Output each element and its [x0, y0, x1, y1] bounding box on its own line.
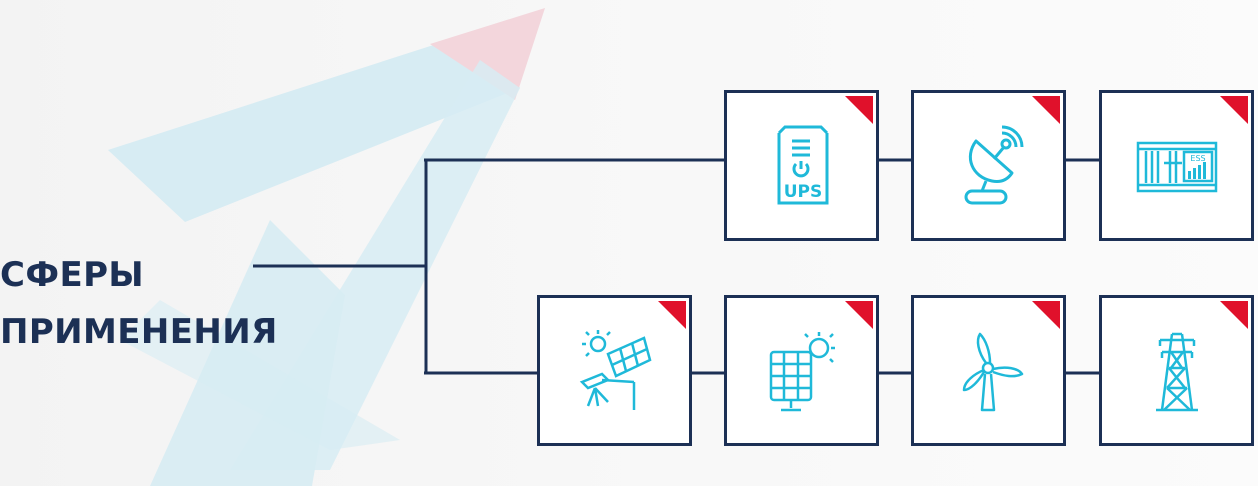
satellite-dish-icon: [942, 119, 1036, 213]
ess-container-icon: ESS: [1130, 119, 1224, 213]
tile-wind-turbine[interactable]: [911, 295, 1066, 446]
tile-solar-panel[interactable]: [724, 295, 879, 446]
solar-panel-icon: [755, 324, 849, 418]
tile-solar-tracker[interactable]: [537, 295, 692, 446]
ess-label: ESS: [1190, 154, 1205, 163]
solar-tracker-icon: [568, 324, 662, 418]
section-title-line-1: СФЕРЫ: [0, 247, 278, 304]
wind-turbine-icon: [942, 324, 1036, 418]
power-tower-icon: [1130, 324, 1224, 418]
ups-icon: UPS: [755, 119, 849, 213]
tile-power-tower[interactable]: [1099, 295, 1254, 446]
ups-label: UPS: [783, 182, 822, 202]
section-title: СФЕРЫ ПРИМЕНЕНИЯ: [0, 247, 278, 361]
tile-ups[interactable]: UPS: [724, 90, 879, 241]
section-title-line-2: ПРИМЕНЕНИЯ: [0, 304, 278, 361]
tile-satellite[interactable]: [911, 90, 1066, 241]
tile-ess[interactable]: ESS: [1099, 90, 1254, 241]
